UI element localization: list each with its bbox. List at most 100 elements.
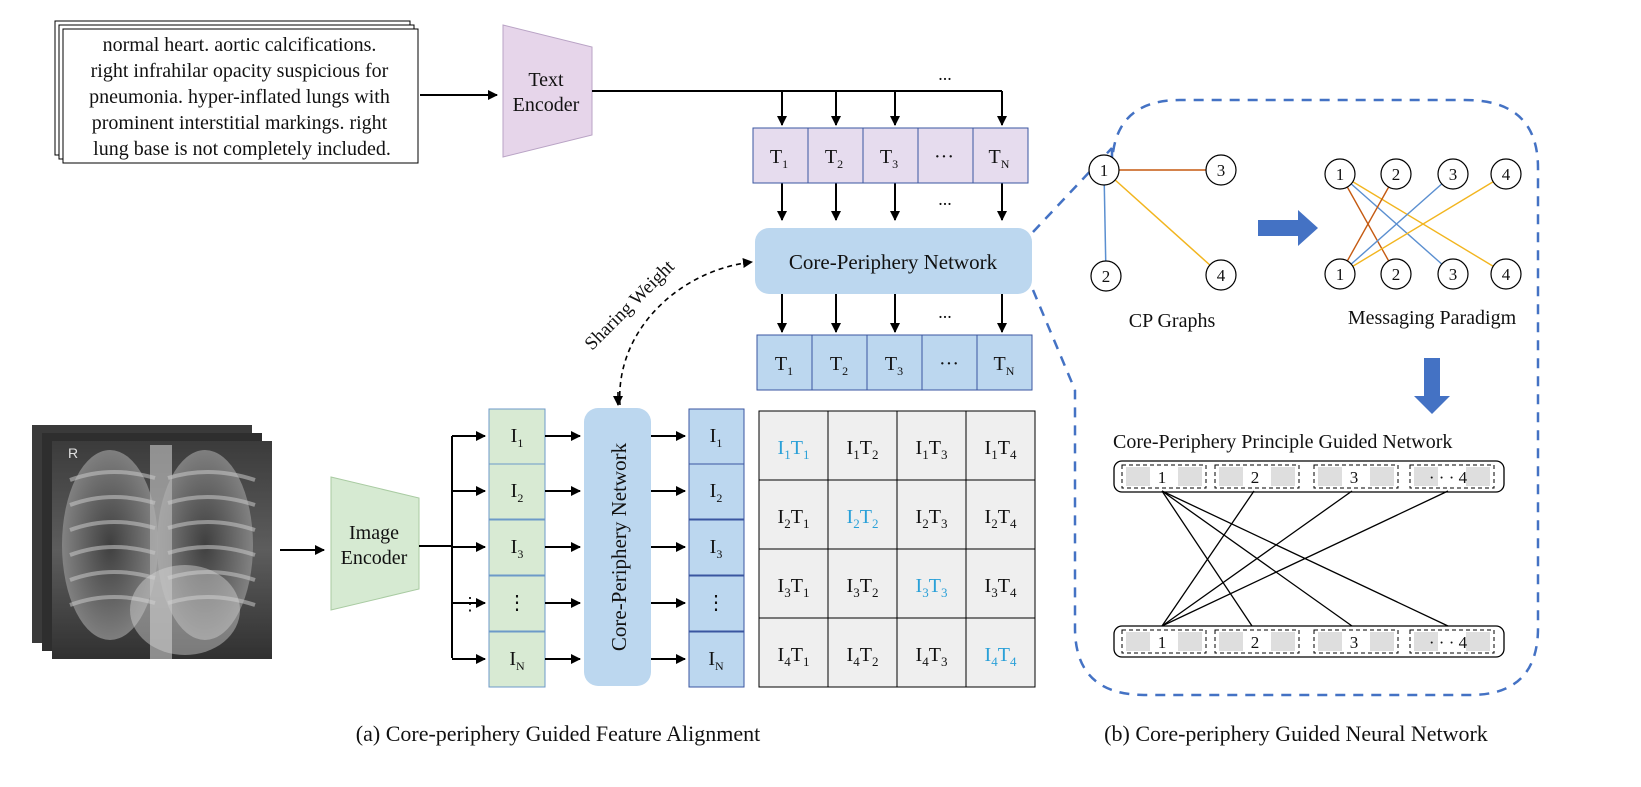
sharing-weight-arrow bbox=[619, 258, 753, 406]
cpgn-unit-label: 3 bbox=[1350, 468, 1359, 487]
cpgn-unit-label: 2 bbox=[1251, 633, 1260, 652]
cpgn-unit-cell bbox=[1370, 467, 1394, 486]
text-feature-label: T3 bbox=[885, 353, 903, 378]
cpgn-unit-cell bbox=[1178, 467, 1202, 486]
message-node-label: 4 bbox=[1502, 265, 1511, 284]
message-node-label: 4 bbox=[1502, 165, 1511, 184]
cpgn-layer-top: 1 2 3 · · · 4 bbox=[1113, 460, 1505, 493]
image-token-box bbox=[488, 519, 546, 576]
report-text: normal heart. aortic calcifications. rig… bbox=[89, 34, 395, 160]
image-encoder: Image Encoder bbox=[330, 476, 420, 611]
ellipsis-top: ... bbox=[938, 64, 952, 84]
matrix-cell: I1T3 bbox=[916, 437, 948, 462]
cpgn-unit bbox=[1214, 464, 1300, 489]
matrix-cell: I4T1 bbox=[778, 644, 810, 669]
cp-graph-node bbox=[1205, 259, 1237, 291]
image-token-label: IN bbox=[509, 648, 525, 673]
text-feature-box bbox=[976, 334, 1033, 391]
message-node-label: 2 bbox=[1392, 265, 1401, 284]
cpgn-unit-label: 2 bbox=[1251, 468, 1260, 487]
cpgn-unit-label: 1 bbox=[1158, 468, 1167, 487]
cpgn-unit-cell bbox=[1271, 632, 1295, 651]
image-feature-box bbox=[688, 463, 745, 520]
image-token-label: ⋮ bbox=[507, 592, 527, 614]
image-feature-box bbox=[688, 631, 745, 688]
matrix-cell: I1T2 bbox=[847, 437, 879, 462]
matrix-cell: I4T2 bbox=[847, 644, 879, 669]
cp-graph-node-label: 3 bbox=[1217, 161, 1226, 180]
text-token-label: ··· bbox=[934, 146, 954, 168]
cpgn-unit bbox=[1121, 629, 1207, 654]
matrix-cell: I2T1 bbox=[778, 506, 810, 531]
matrix-cell-diagonal: I3T3 bbox=[916, 575, 948, 600]
cpgn-unit bbox=[1409, 629, 1495, 654]
cp-network-text: Core-Periphery Network bbox=[755, 228, 1032, 294]
text-feature-box bbox=[921, 334, 978, 391]
message-node-top bbox=[1437, 158, 1469, 190]
cp-graph-node-label: 1 bbox=[1100, 161, 1109, 180]
matrix-cell-diagonal: I4T4 bbox=[985, 644, 1017, 669]
image-feature-label: I3 bbox=[710, 536, 723, 561]
cpgn-unit-label: · · · 4 bbox=[1429, 633, 1468, 652]
message-node-label: 3 bbox=[1449, 165, 1458, 184]
matrix-cell-diagonal: I2T2 bbox=[847, 506, 879, 531]
message-node-top bbox=[1490, 158, 1522, 190]
text-feature-label: T1 bbox=[775, 353, 793, 378]
image-feature-label: IN bbox=[708, 648, 724, 673]
caption-b: (b) Core-periphery Guided Neural Network bbox=[1104, 721, 1488, 746]
zoom-line-lower bbox=[1031, 289, 1077, 391]
zoom-region-border bbox=[1073, 98, 1540, 697]
xray-stack: R bbox=[32, 425, 272, 659]
cpgn-unit-cell bbox=[1466, 632, 1490, 651]
image-token-box bbox=[488, 575, 546, 632]
arrow-right-icon bbox=[1258, 210, 1318, 246]
message-node-bottom bbox=[1490, 258, 1522, 290]
message-node-label: 1 bbox=[1336, 265, 1345, 284]
cp-graph-label: CP Graphs bbox=[1129, 310, 1216, 332]
image-token-label: I1 bbox=[511, 425, 524, 450]
cpgn-unit bbox=[1313, 629, 1399, 654]
message-node-bottom bbox=[1380, 258, 1412, 290]
matrix-cell: I3T2 bbox=[847, 575, 879, 600]
matrix-cell: I4T3 bbox=[916, 644, 948, 669]
message-node-label: 3 bbox=[1449, 265, 1458, 284]
cpgn-title: Core-Periphery Principle Guided Network bbox=[1113, 431, 1452, 453]
cpgn-unit-cell bbox=[1219, 632, 1243, 651]
image-feature-label: I2 bbox=[710, 480, 723, 505]
text-feature-box bbox=[756, 334, 813, 391]
text-feature-label: ··· bbox=[939, 353, 959, 375]
cpgn-unit-cell bbox=[1219, 467, 1243, 486]
top-arrows bbox=[777, 91, 1007, 333]
cp-graph-node-label: 4 bbox=[1217, 266, 1226, 285]
text-token-label: T3 bbox=[880, 146, 898, 171]
cpgn-unit-cell bbox=[1318, 632, 1342, 651]
cpgn-unit-cell bbox=[1126, 632, 1150, 651]
sharing-weight-label: Sharing Weight bbox=[581, 256, 680, 355]
cpgn-unit-label: 3 bbox=[1350, 633, 1359, 652]
cpgn-unit-label: 1 bbox=[1158, 633, 1167, 652]
matrix-cell: I3T1 bbox=[778, 575, 810, 600]
cp-graph-node bbox=[1088, 154, 1120, 186]
text-token-label: T1 bbox=[770, 146, 788, 171]
text-token-box bbox=[972, 127, 1029, 184]
cpgn-unit-cell bbox=[1271, 467, 1295, 486]
message-node-bottom bbox=[1324, 258, 1356, 290]
image-feature-label: I1 bbox=[710, 425, 723, 450]
cpgn-unit-label: · · · 4 bbox=[1429, 468, 1468, 487]
cpgn-unit-cell bbox=[1414, 632, 1438, 651]
ellipsis-low: ... bbox=[938, 302, 952, 322]
cp-network-image: Core-Periphery Network bbox=[584, 408, 651, 686]
cp-graph-node bbox=[1090, 260, 1122, 292]
cp-graph-node bbox=[1205, 154, 1237, 186]
ellipsis-mid: ... bbox=[938, 189, 952, 209]
cpgn-unit-cell bbox=[1126, 467, 1150, 486]
cpgn-unit bbox=[1214, 629, 1300, 654]
cpgn-unit bbox=[1121, 464, 1207, 489]
image-token-label: I2 bbox=[511, 480, 524, 505]
